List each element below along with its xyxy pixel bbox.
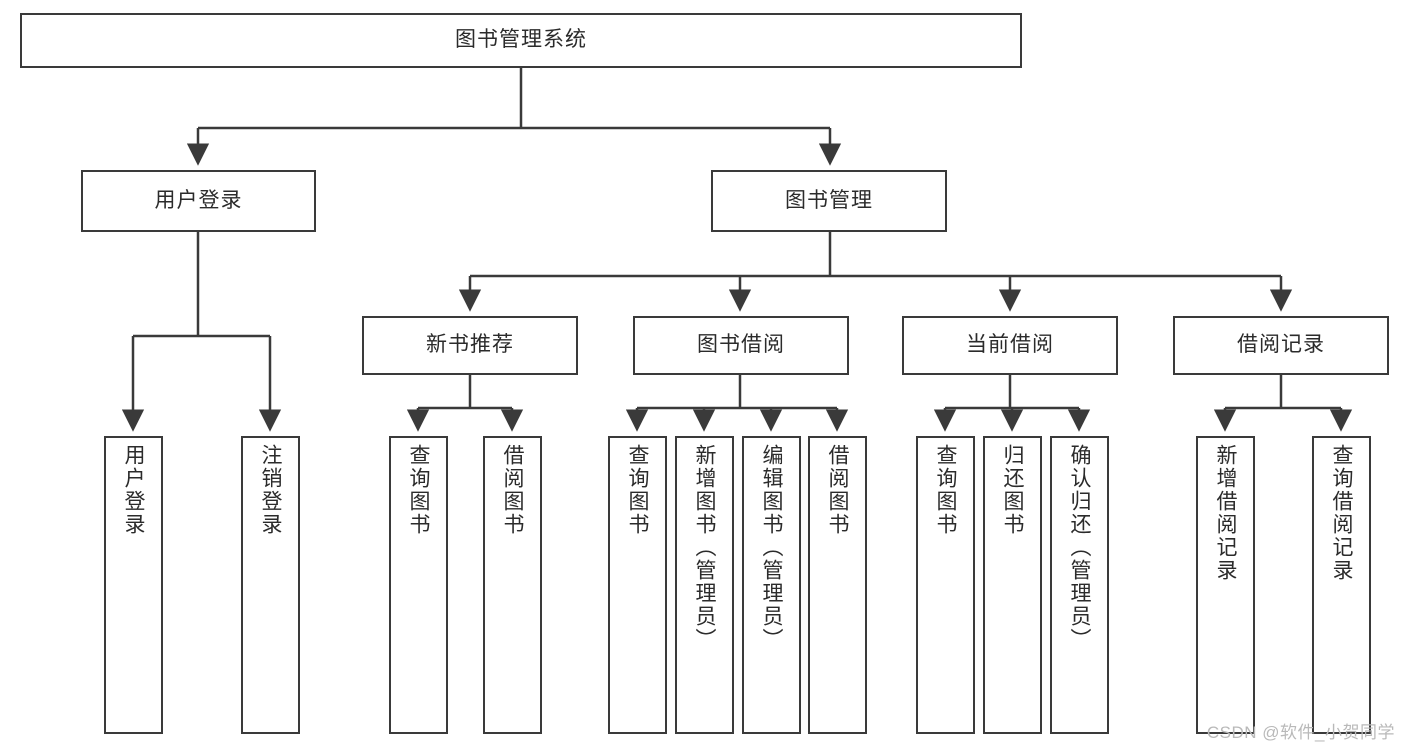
node-new-book-recommend[interactable]: 新书推荐 [362,316,578,375]
node-label: 借阅记录 [1237,333,1325,357]
node-label: 新增借阅记录 [1214,444,1237,582]
leaf-current-confirm-return-admin[interactable]: 确认归还（管理员） [1050,436,1109,734]
node-label: 当前借阅 [966,333,1054,357]
leaf-borrow-borrow-book[interactable]: 借阅图书 [808,436,867,734]
node-label: 借阅图书 [826,444,849,536]
leaf-recommend-query-book[interactable]: 查询图书 [389,436,448,734]
node-label: 图书管理 [785,188,873,212]
leaf-recommend-borrow-book[interactable]: 借阅图书 [483,436,542,734]
node-label: 确认归还（管理员） [1068,444,1091,651]
leaf-borrow-add-book-admin[interactable]: 新增图书（管理员） [675,436,734,734]
node-label: 查询图书 [407,444,430,536]
node-label: 注销登录 [259,444,282,536]
leaf-current-return-book[interactable]: 归还图书 [983,436,1042,734]
node-root-system[interactable]: 图书管理系统 [20,13,1022,68]
node-user-login[interactable]: 用户登录 [81,170,316,232]
leaf-user-login-logout[interactable]: 注销登录 [241,436,300,734]
leaf-record-add-record[interactable]: 新增借阅记录 [1196,436,1255,734]
leaf-current-query-book[interactable]: 查询图书 [916,436,975,734]
leaf-record-query-record[interactable]: 查询借阅记录 [1312,436,1371,734]
node-current-borrow[interactable]: 当前借阅 [902,316,1118,375]
node-label: 用户登录 [122,444,145,536]
node-label: 归还图书 [1001,444,1024,536]
leaf-user-login-login[interactable]: 用户登录 [104,436,163,734]
node-book-management[interactable]: 图书管理 [711,170,947,232]
node-label: 借阅图书 [501,444,524,536]
node-borrow-record[interactable]: 借阅记录 [1173,316,1389,375]
node-label: 用户登录 [154,188,243,212]
node-label: 新增图书（管理员） [693,444,716,651]
node-label: 查询借阅记录 [1330,444,1353,582]
node-label: 图书借阅 [697,333,785,357]
node-book-borrow[interactable]: 图书借阅 [633,316,849,375]
leaf-borrow-edit-book-admin[interactable]: 编辑图书（管理员） [742,436,801,734]
node-label: 查询图书 [626,444,649,536]
leaf-borrow-query-book[interactable]: 查询图书 [608,436,667,734]
node-label: 图书管理系统 [455,28,587,52]
node-label: 新书推荐 [426,333,514,357]
node-label: 查询图书 [934,444,957,536]
csdn-watermark: CSDN @软件_小贺同学 [1206,723,1395,742]
node-label: 编辑图书（管理员） [760,444,783,651]
